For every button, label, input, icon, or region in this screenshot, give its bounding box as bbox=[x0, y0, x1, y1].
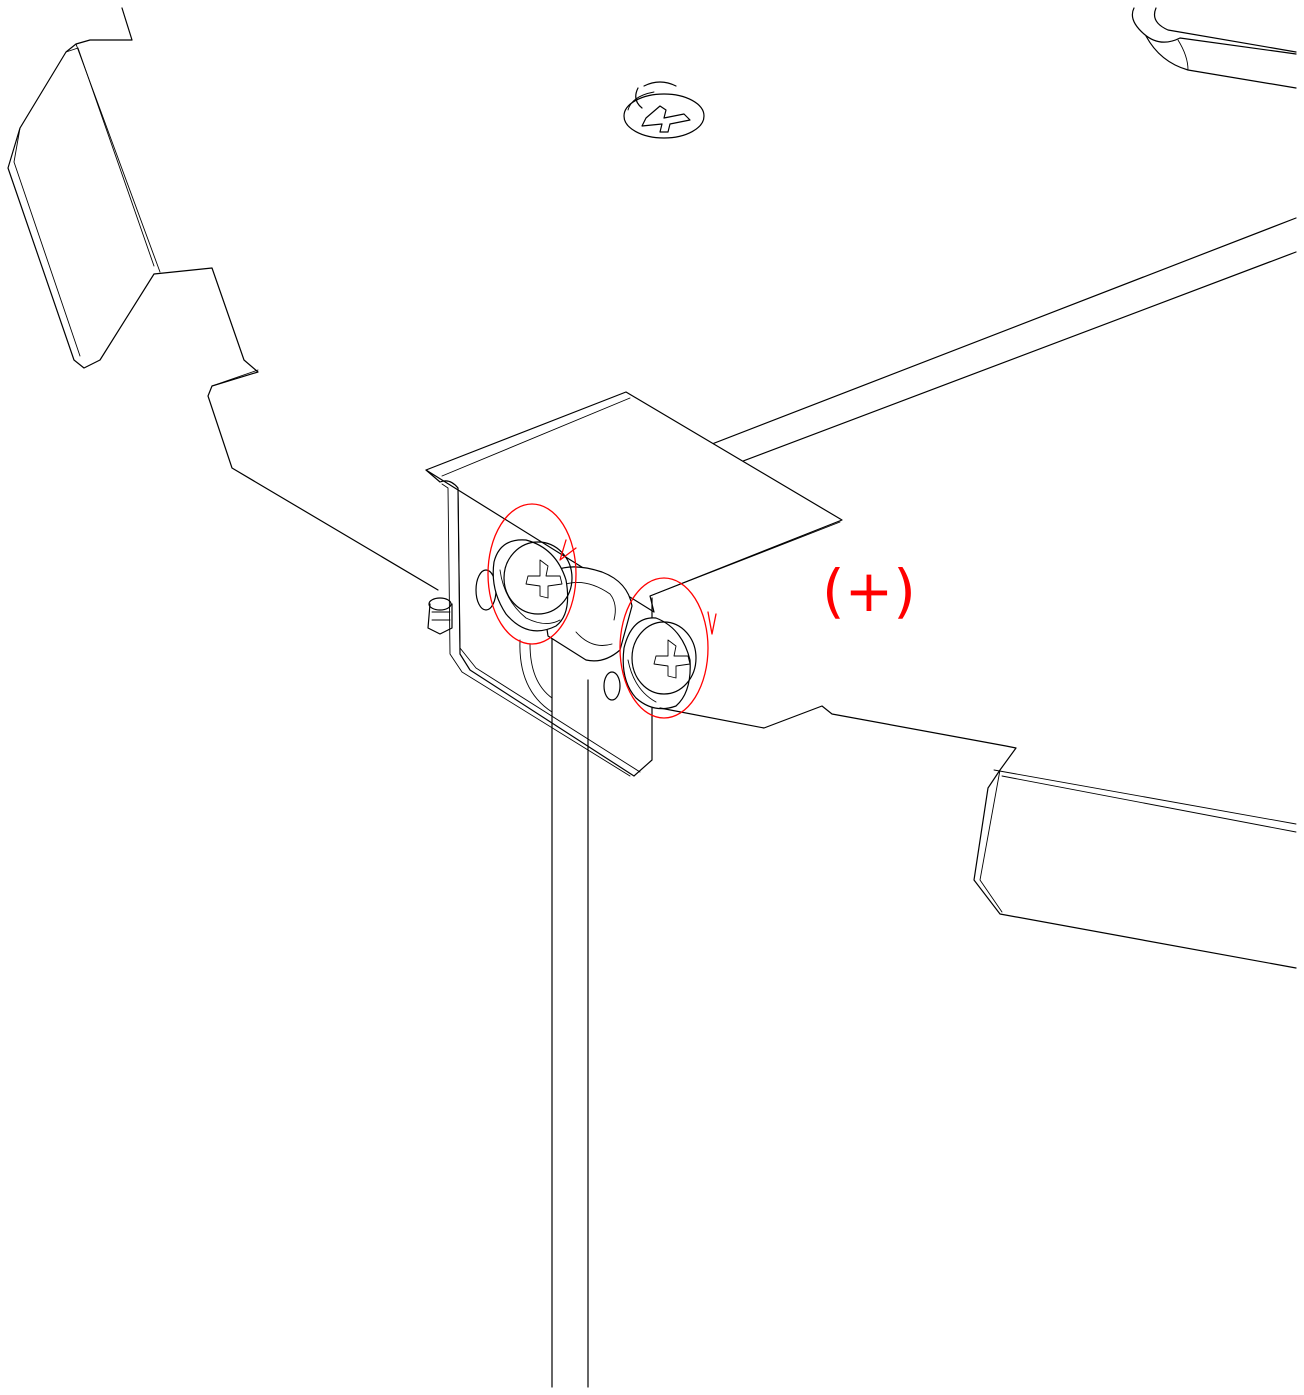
wire-hook-top-right bbox=[1131, 7, 1297, 89]
phillips-screw-head-icon bbox=[653, 639, 691, 679]
polarity-label-positive: (+) bbox=[822, 557, 916, 625]
housing-left-flange bbox=[7, 7, 439, 591]
top-screw bbox=[623, 81, 705, 139]
clockwise-arrow-icon bbox=[487, 503, 577, 645]
rotation-arrow-left bbox=[487, 503, 577, 645]
clockwise-arrow-icon bbox=[619, 577, 717, 719]
rotation-arrow-right bbox=[619, 577, 717, 719]
terminal-screw-left bbox=[475, 539, 573, 632]
housing-right-flange bbox=[659, 705, 1297, 969]
phillips-screw-head-icon bbox=[641, 105, 691, 133]
wire-vertical bbox=[519, 619, 589, 1388]
terminal-nut-left bbox=[427, 597, 453, 635]
terminal-screw-right bbox=[603, 617, 697, 710]
phillips-screw-head-icon bbox=[525, 559, 563, 599]
